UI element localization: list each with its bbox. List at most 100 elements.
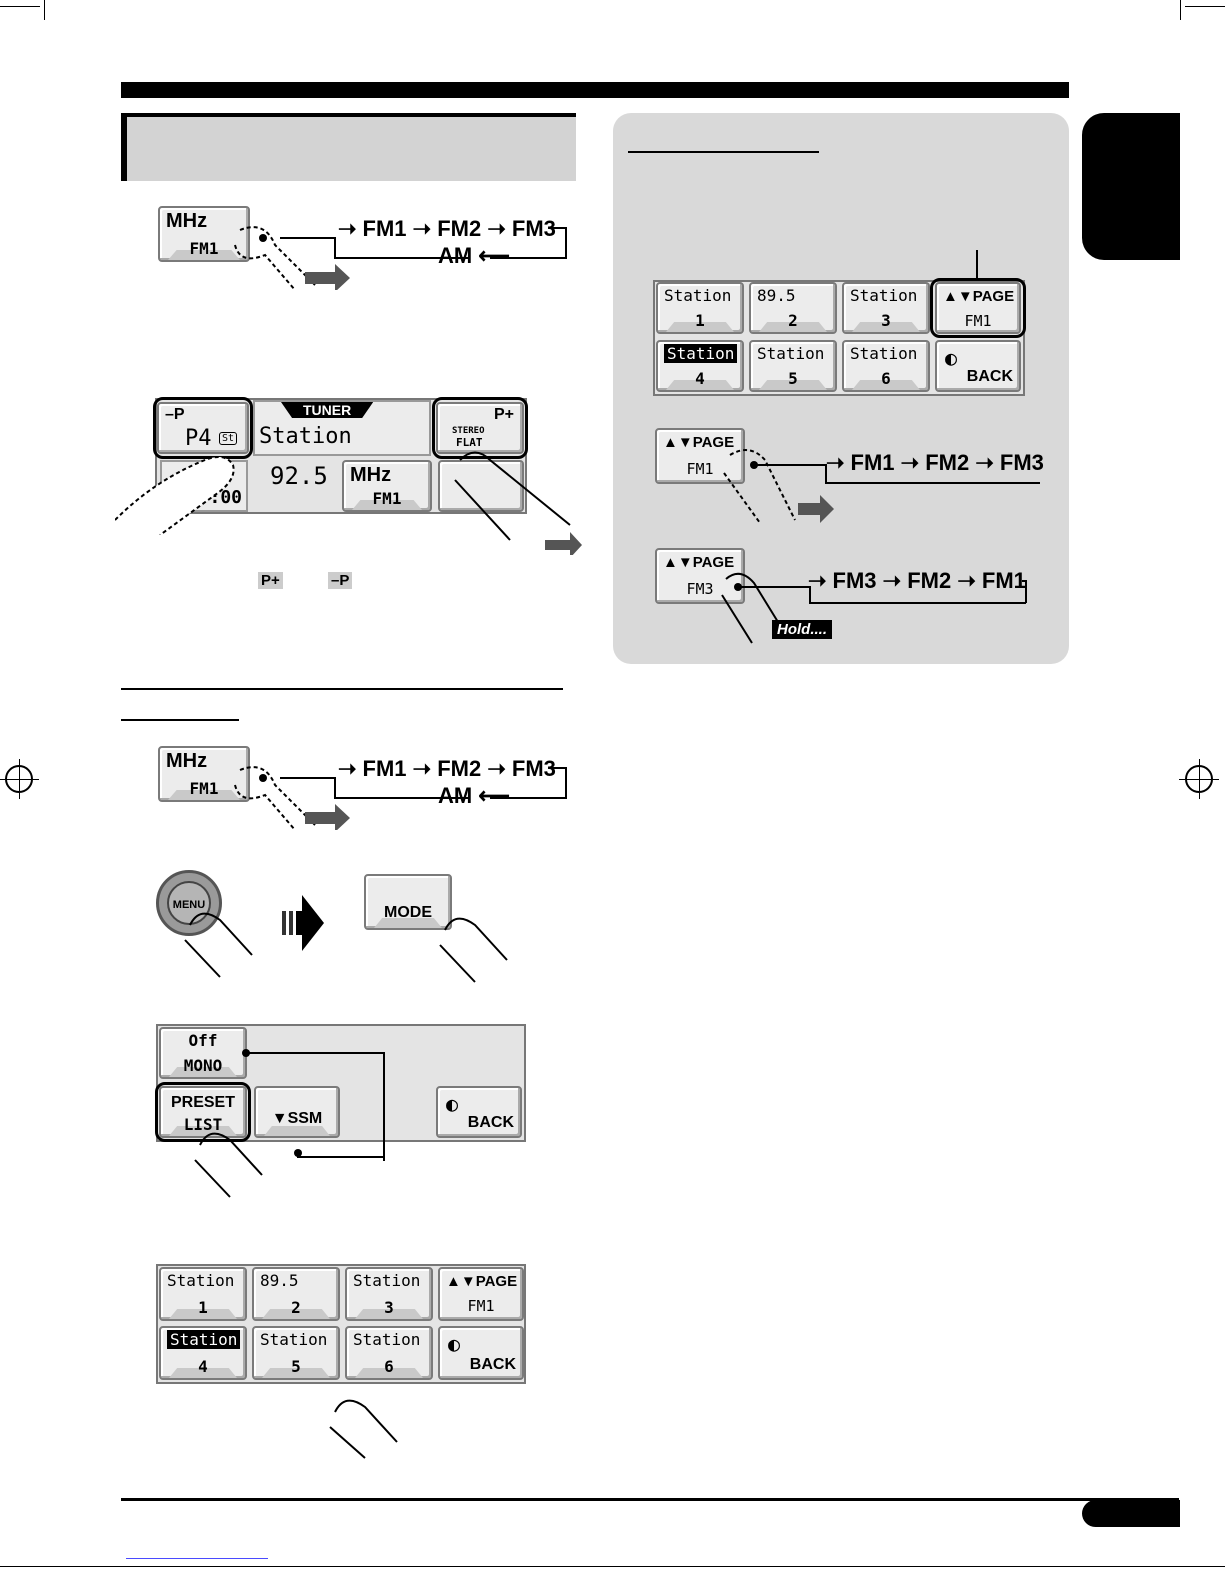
preset-name: 89.5 [260, 1271, 299, 1290]
tip-preset-button-6[interactable]: Station 6 [842, 340, 930, 392]
tip-page-button-fm3[interactable]: ▲▼PAGE FM3 [655, 548, 745, 604]
tip-back-button[interactable]: ◐ BACK [935, 340, 1021, 392]
tip-title-underline [628, 151, 819, 153]
flat-label: FLAT [456, 436, 483, 449]
crop-mark [0, 6, 40, 7]
finger-icon [184, 912, 253, 978]
tip-page-button-fm1[interactable]: ▲▼PAGE FM1 [655, 428, 745, 484]
source-label: TUNER [281, 402, 374, 418]
preset-number: 6 [384, 1357, 394, 1376]
preset-name: Station [757, 344, 825, 363]
callout-lines [242, 1049, 385, 1161]
preset-up-button[interactable]: P+ STEREO FLAT [436, 402, 524, 454]
page-reverse-sequence: ➝ FM3 ➝ FM2 ➝ FM1 [808, 568, 1026, 593]
preset-number: 2 [788, 311, 798, 330]
timer-icon: ◐ [446, 1092, 459, 1116]
stereo-badge: St [219, 432, 238, 445]
band-cycle-diagram [280, 227, 567, 259]
preset-name: Station [353, 1271, 421, 1290]
preset-number: 2 [291, 1298, 301, 1317]
inline-preset-down-icon: –P [328, 572, 353, 589]
menu-label: MENU [167, 881, 211, 925]
preset-button-3[interactable]: Station 3 [345, 1267, 433, 1321]
mono-state: Off [188, 1031, 218, 1050]
band-cycle-return: AM ⟵ [438, 783, 510, 808]
crop-mark [44, 0, 45, 20]
preset-name: Station [353, 1330, 421, 1349]
finger-press-icon [234, 766, 350, 830]
preset-down-button[interactable]: –P P4 St [157, 402, 249, 454]
preset-name: Station [850, 286, 918, 305]
preset-number: 3 [384, 1298, 394, 1317]
finger-icon [329, 1399, 398, 1459]
station-panel: TUNER Station [253, 400, 431, 456]
inline-preset-up-icon: P+ [258, 572, 283, 589]
back-button[interactable]: ◐ BACK [436, 1086, 522, 1138]
mono-label: MONO [183, 1056, 223, 1075]
tip-preset-button-3[interactable]: Station 3 [842, 282, 930, 334]
preset-button-2[interactable]: 89.5 2 [252, 1267, 340, 1321]
band-cycle-sequence: ➝ FM1 ➝ FM2 ➝ FM3 [338, 216, 556, 241]
preset-number: 5 [788, 369, 798, 388]
list-label: LIST [183, 1115, 223, 1134]
preset-name: 89.5 [757, 286, 796, 305]
page-forward-sequence: ➝ FM1 ➝ FM2 ➝ FM3 [826, 450, 1044, 475]
preset-name: Station [260, 1330, 328, 1349]
page-label: ▲▼PAGE [663, 554, 735, 571]
tip-preset-button-4[interactable]: Station 4 [656, 340, 744, 392]
footer-rule [121, 1498, 1179, 1501]
band-unit: MHz [166, 750, 208, 772]
preset-name: Station [167, 1330, 241, 1349]
ssm-label: ▼SSM [271, 1110, 323, 1127]
mono-button[interactable]: Off MONO [159, 1027, 247, 1079]
preset-list-button[interactable]: PRESET LIST [159, 1086, 247, 1138]
band-label: FM1 [372, 489, 402, 508]
page-forward-diagram [723, 449, 1040, 524]
band-button-2[interactable]: MHz FM1 [342, 460, 432, 512]
crop-mark [1185, 6, 1225, 7]
tip-preset-button-1[interactable]: Station 1 [656, 282, 744, 334]
preset-up-label: P+ [493, 406, 514, 423]
page-reverse-diagram [721, 572, 1027, 644]
registration-mark-right [1179, 759, 1219, 799]
finger-icon [439, 917, 508, 983]
preset-button-1[interactable]: Station 1 [159, 1267, 247, 1321]
mode-button[interactable]: MODE [364, 874, 452, 930]
page-band: FM3 [686, 580, 714, 598]
preset-button-5[interactable]: Station 5 [252, 1326, 340, 1380]
preset-name: Station [664, 344, 738, 363]
preset-number: 6 [881, 369, 891, 388]
page-button[interactable]: ▲▼PAGE FM1 [438, 1267, 524, 1321]
band-label: FM1 [189, 239, 219, 258]
preset-number: 3 [881, 311, 891, 330]
page-band: FM1 [467, 1297, 495, 1315]
tip-page-button[interactable]: ▲▼PAGE FM1 [935, 282, 1021, 334]
stereo-label: STEREO [452, 426, 485, 436]
timer-icon: ◐ [945, 346, 958, 370]
back-button[interactable]: ◐ BACK [438, 1326, 524, 1380]
timer-icon: ◐ [448, 1332, 461, 1356]
blank-button[interactable] [438, 460, 524, 512]
back-label: BACK [469, 1356, 516, 1373]
section-rule [121, 688, 563, 690]
ssm-button[interactable]: ▼SSM [254, 1086, 340, 1138]
finger-press-icon [234, 226, 350, 290]
band-button[interactable]: MHz FM1 [158, 206, 250, 262]
page-label: ▲▼PAGE [663, 434, 735, 451]
page-band: FM1 [964, 312, 992, 330]
tip-preset-button-5[interactable]: Station 5 [749, 340, 837, 392]
band-button-3[interactable]: MHz FM1 [158, 746, 250, 802]
tip-preset-button-2[interactable]: 89.5 2 [749, 282, 837, 334]
preset-button-6[interactable]: Station 6 [345, 1326, 433, 1380]
menu-knob[interactable]: MENU [156, 870, 222, 936]
preset-button-4[interactable]: Station 4 [159, 1326, 247, 1380]
highlight-frame [432, 397, 528, 459]
crop-mark [1180, 0, 1181, 20]
preset-name: Station [850, 344, 918, 363]
mode-label: MODE [384, 904, 432, 921]
band-label: FM1 [189, 779, 219, 798]
band-cycle-diagram [280, 767, 567, 799]
band-cycle-sequence: ➝ FM1 ➝ FM2 ➝ FM3 [338, 756, 556, 781]
registration-mark-left [0, 759, 39, 799]
band-cycle-return: AM ⟵ [438, 243, 510, 268]
